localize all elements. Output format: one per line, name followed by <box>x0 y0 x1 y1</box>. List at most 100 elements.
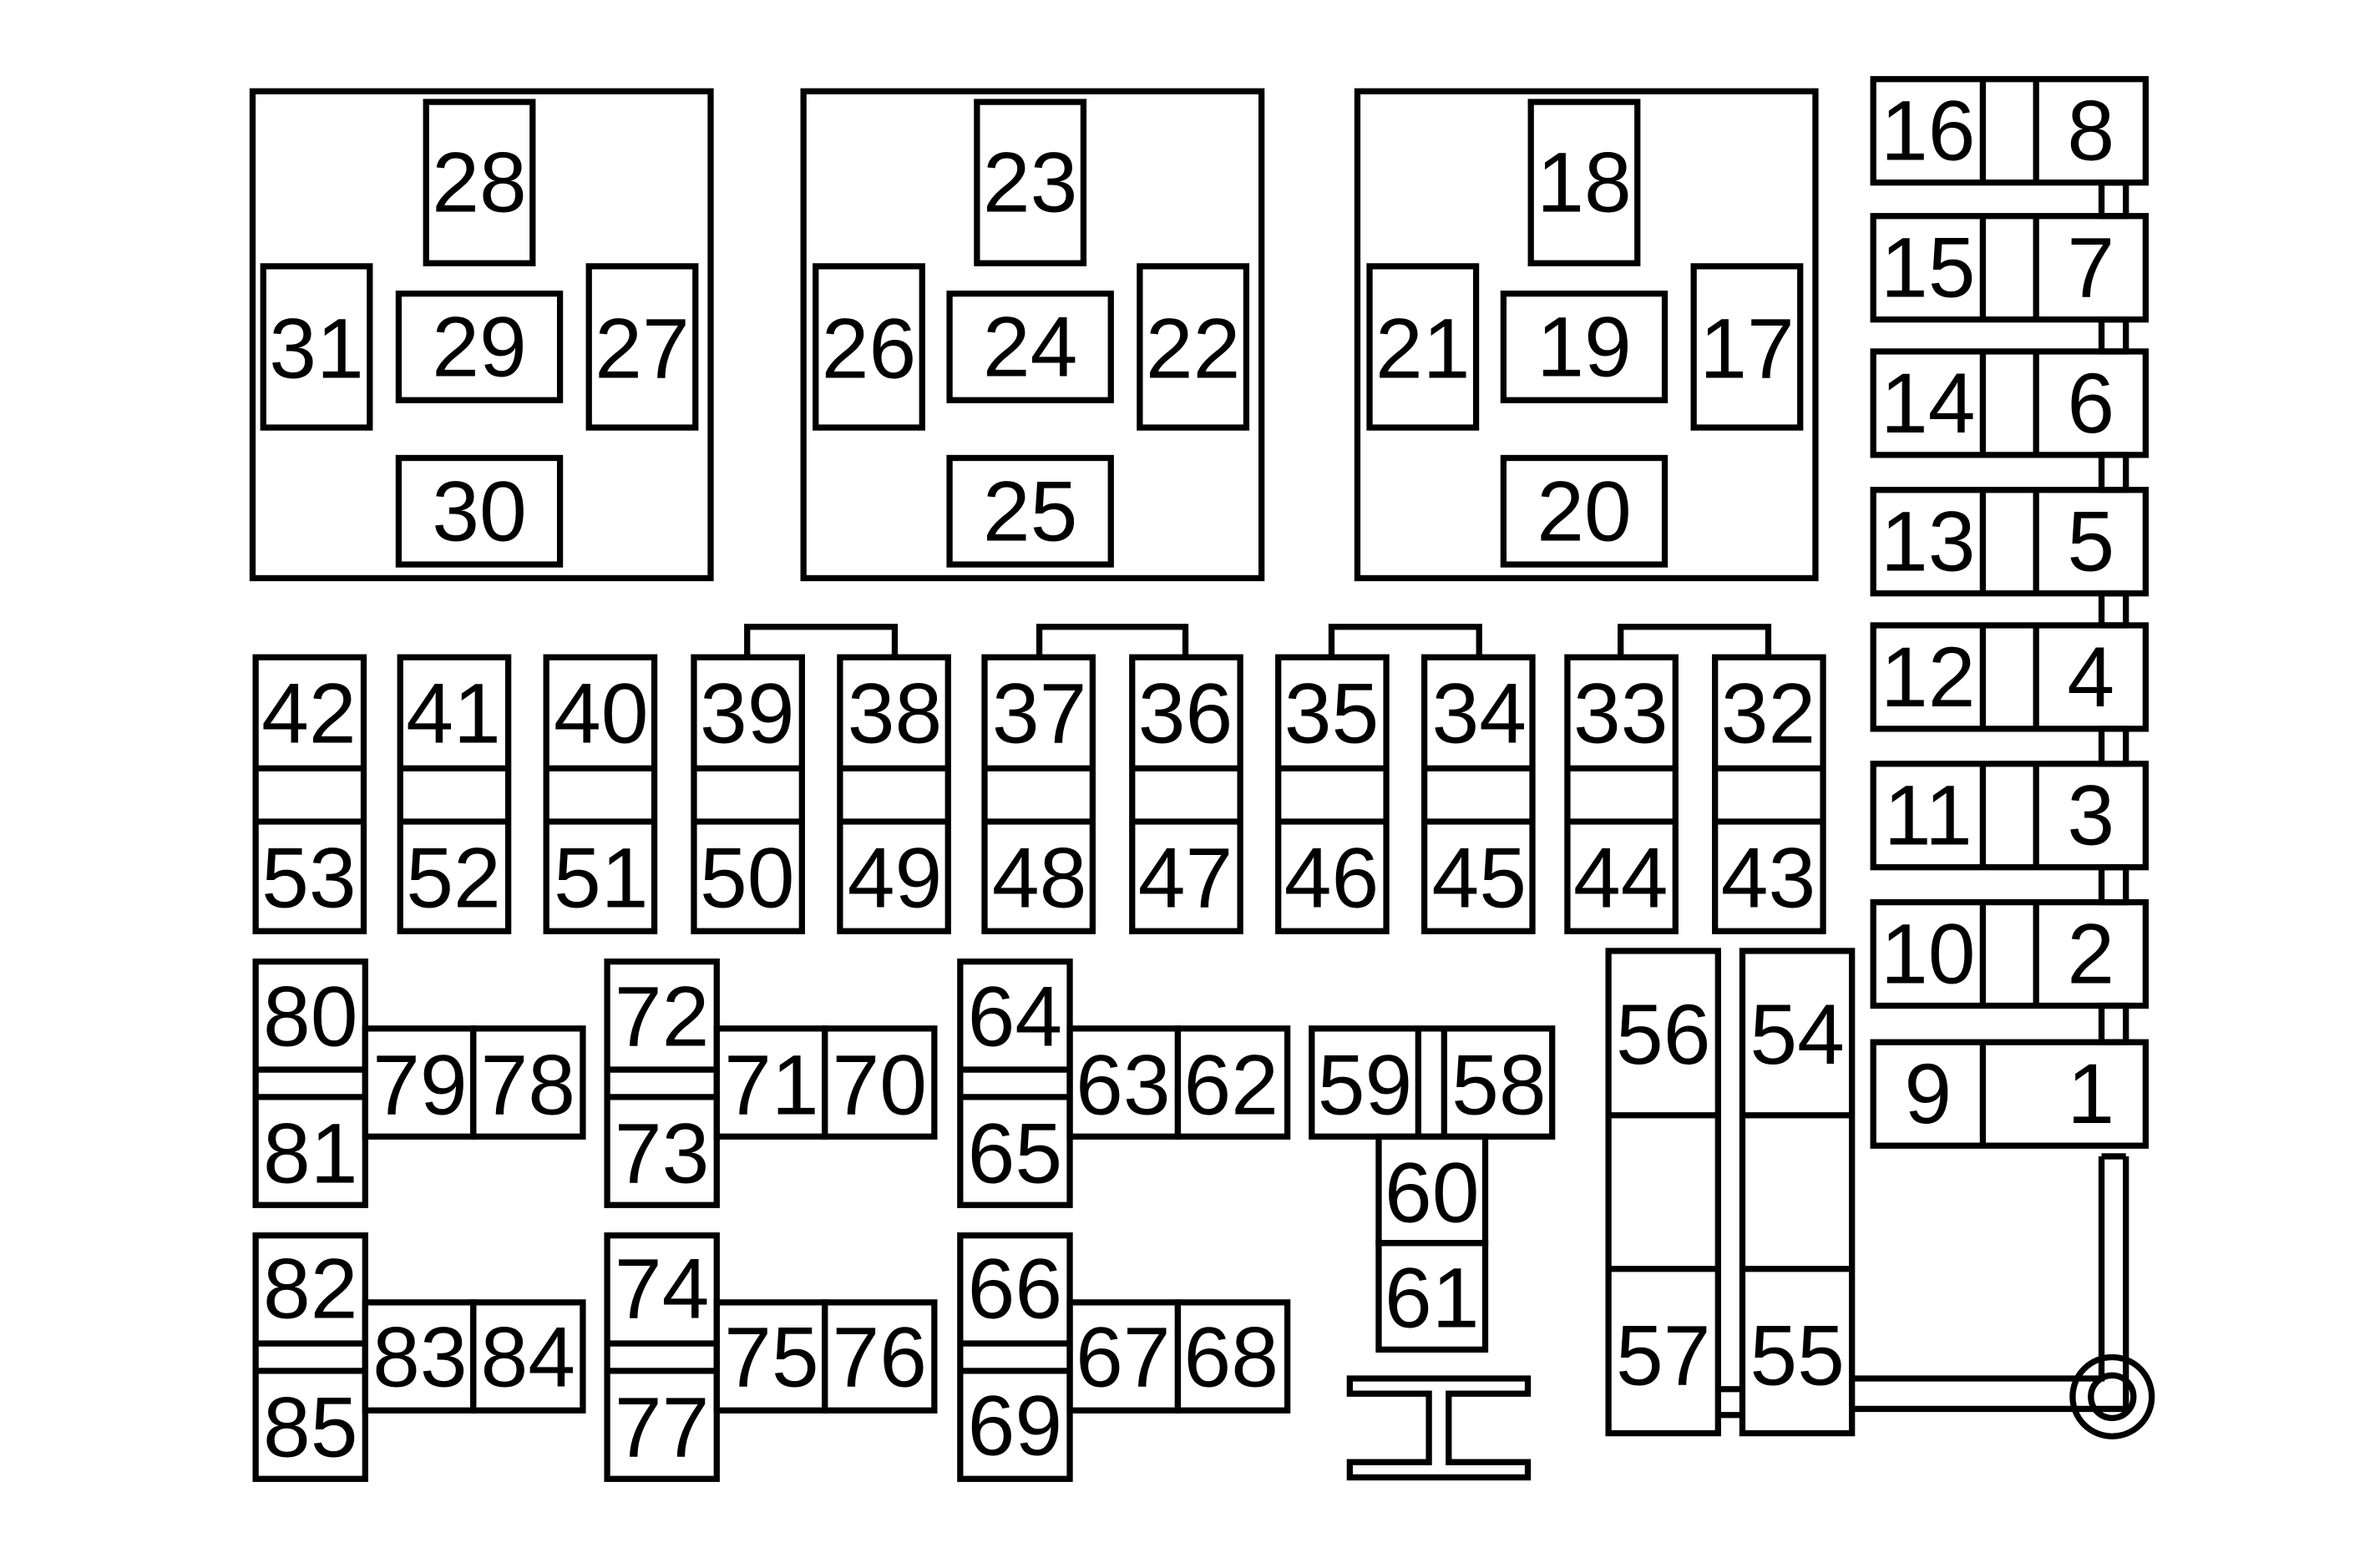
fuse-61-label: 61 <box>1385 1250 1479 1345</box>
relay-68[interactable] <box>1174 1299 1291 1414</box>
fuse-56-label: 56 <box>1616 987 1711 1082</box>
fuse-41-label: 41 <box>406 666 501 761</box>
relay-76[interactable] <box>822 1299 938 1414</box>
relay-21[interactable] <box>1366 263 1480 431</box>
relay-19[interactable] <box>1500 291 1669 403</box>
relay-30-label: 30 <box>432 463 527 559</box>
fuse-row-12-4: 12 4 <box>1870 622 2150 732</box>
relay-62[interactable] <box>1174 1025 1291 1140</box>
relay-66-label: 66 <box>968 1241 1062 1336</box>
fuse-36-label: 36 <box>1138 666 1233 761</box>
relay-85-label: 85 <box>263 1379 358 1475</box>
fuse-6-label: 6 <box>2067 356 2114 451</box>
fuse-row-15-7: 15 7 <box>1870 213 2150 323</box>
relay-20[interactable] <box>1500 454 1669 568</box>
fuse-row-9-1-frame <box>1870 1039 2150 1149</box>
relay-group-1-frame <box>249 88 714 582</box>
bus-bar <box>1718 1153 2155 1439</box>
jumper-37-36 <box>1036 624 1189 658</box>
ground-stud-inner-icon <box>2088 1372 2137 1421</box>
fuse-45-label: 45 <box>1431 830 1526 925</box>
relay-23[interactable] <box>974 99 1087 266</box>
relay-25-label: 25 <box>983 463 1077 559</box>
relay-64-label: 64 <box>968 969 1062 1064</box>
fuse-49-label: 49 <box>848 830 942 925</box>
relay-17[interactable] <box>1690 263 1804 431</box>
fuse-61[interactable] <box>1375 1240 1489 1353</box>
fuse-44-label: 44 <box>1573 830 1669 925</box>
fuse-40-label: 40 <box>554 666 649 761</box>
relay-28[interactable] <box>423 99 536 266</box>
relay-cluster-74-77: 74 77 75 76 <box>604 1232 938 1482</box>
tall-block-54-55: 54 55 <box>1739 948 1856 1437</box>
relay-group-3-frame <box>1354 88 1819 582</box>
relay-27[interactable] <box>585 263 699 431</box>
relay-76-label: 76 <box>833 1309 927 1404</box>
fuse-10-label: 10 <box>1881 907 1976 1002</box>
fuse-7-label: 7 <box>2067 220 2114 316</box>
fuse-1-label: 1 <box>2067 1046 2114 1141</box>
fuse-row-13-5-frame <box>1870 487 2150 597</box>
relay-70[interactable] <box>822 1025 938 1140</box>
fuse-row-11-3-frame <box>1870 761 2150 871</box>
tall-block-56-57: 56 57 <box>1605 948 1721 1437</box>
relay-26[interactable] <box>813 263 925 431</box>
fuse-46-label: 46 <box>1284 830 1379 925</box>
relay-group-3: 18 21 19 17 20 <box>1354 88 1819 582</box>
relay-18[interactable] <box>1527 99 1641 266</box>
fuse-33-label: 33 <box>1573 666 1669 761</box>
fuse-pair-34-45: 34 45 <box>1420 654 1536 934</box>
relay-22[interactable] <box>1137 263 1250 431</box>
tall-block-frame <box>1739 948 1856 1437</box>
fuse-pair-37-48: 37 48 <box>981 654 1096 934</box>
fuse-pair-32-43: 32 43 <box>1712 654 1826 934</box>
relay-group-1: 28 31 29 27 30 <box>249 88 714 582</box>
fuse-5-label: 5 <box>2067 494 2114 589</box>
relay-28-label: 28 <box>432 135 527 230</box>
fuse-39-label: 39 <box>700 666 795 761</box>
i-beam-outline <box>1346 1375 1532 1481</box>
fuse-11-label: 11 <box>1884 768 1972 863</box>
relay-30[interactable] <box>395 454 564 568</box>
relay-74-label: 74 <box>615 1241 710 1336</box>
relay-78[interactable] <box>470 1025 586 1140</box>
relay-21-label: 21 <box>1375 301 1470 396</box>
relay-83-label: 83 <box>372 1309 468 1404</box>
relay-31[interactable] <box>260 263 373 431</box>
fuse-38-label: 38 <box>848 666 942 761</box>
fuse-47-label: 47 <box>1138 830 1233 925</box>
fuse-57-label: 57 <box>1616 1308 1711 1404</box>
fuse-fork-58-61: 59 58 60 61 <box>1309 1025 1556 1353</box>
relay-17-label: 17 <box>1699 301 1795 396</box>
bus-link <box>2098 864 2129 906</box>
relay-69-label: 69 <box>968 1378 1062 1473</box>
fuse-row-10-2: 10 2 <box>1870 898 2150 1009</box>
relay-77-label: 77 <box>615 1379 710 1475</box>
relay-84-label: 84 <box>481 1309 576 1404</box>
relay-67-label: 67 <box>1076 1309 1170 1404</box>
fuse-13-label: 13 <box>1881 494 1976 589</box>
fuse-4-label: 4 <box>2067 630 2114 725</box>
fuse-row-13-5: 13 5 <box>1870 487 2150 597</box>
right-fuse-column: 16 8 15 7 14 6 13 5 1 <box>1870 76 2150 1149</box>
relay-80-label: 80 <box>263 969 358 1064</box>
relay-29[interactable] <box>395 291 564 403</box>
bus-link <box>2098 180 2129 220</box>
fuse-row-12-4-frame <box>1870 622 2150 732</box>
bus-link <box>2098 452 2129 493</box>
fuse-8-label: 8 <box>2067 83 2114 179</box>
bus-bar-outer <box>1851 1156 2105 1382</box>
relay-29-label: 29 <box>432 299 527 394</box>
relay-23-label: 23 <box>983 135 1077 230</box>
relay-19-label: 19 <box>1537 299 1632 394</box>
relay-24[interactable] <box>946 291 1114 403</box>
relay-84[interactable] <box>470 1299 586 1414</box>
fuse-12-label: 12 <box>1881 630 1976 725</box>
bus-bar-stub <box>1718 1386 1743 1419</box>
relay-25[interactable] <box>946 454 1114 568</box>
relay-cluster-66-69: 66 69 67 68 <box>957 1232 1291 1482</box>
relay-71-label: 71 <box>724 1037 819 1132</box>
fuse-59-label: 59 <box>1318 1037 1412 1132</box>
fuse-3-label: 3 <box>2067 768 2114 863</box>
fuse-pair-39-50: 39 50 <box>691 654 805 934</box>
